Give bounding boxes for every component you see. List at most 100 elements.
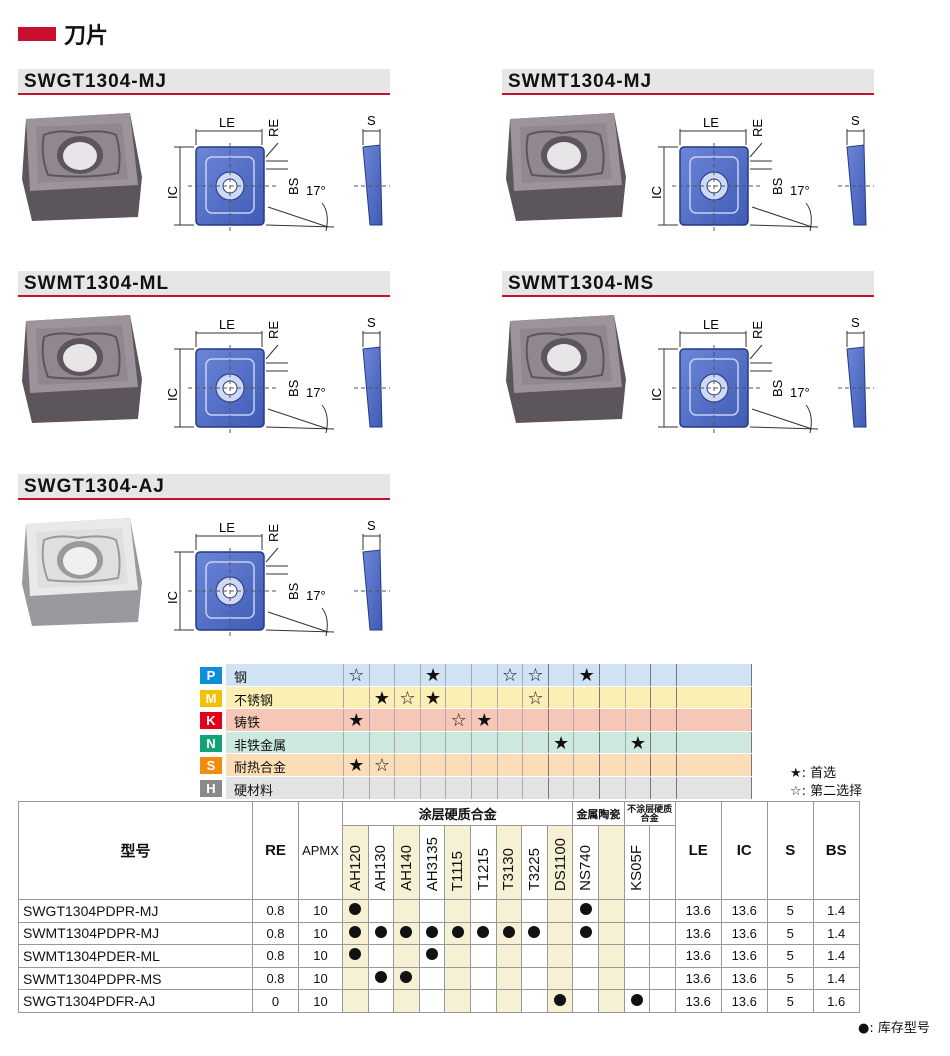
- stock-cell: [342, 899, 369, 923]
- grade-mark: [650, 731, 676, 754]
- section-header: 刀片: [18, 18, 108, 50]
- ic-label: IC: [649, 186, 664, 199]
- grade-mark: [650, 709, 676, 731]
- cermet-group-header: 金属陶瓷: [572, 801, 625, 826]
- apmx-cell: 10: [298, 899, 343, 923]
- stock-cell: [572, 989, 599, 1013]
- le-label: LE: [703, 115, 719, 130]
- product-photo: [502, 309, 632, 429]
- product-drawing: LE RE IC BS 17° S: [158, 504, 394, 654]
- grade-header: [649, 825, 676, 900]
- stock-cell: [469, 921, 497, 946]
- insert-drawing: LE RE IC BS 17° S: [165, 518, 390, 637]
- stock-cell: [572, 966, 599, 991]
- grade-mark: [547, 664, 574, 686]
- stock-cell: [367, 966, 395, 991]
- grade-mark: [419, 709, 446, 731]
- grade-mark: [496, 686, 523, 709]
- stock-cell: [623, 899, 651, 923]
- angle-label: 17°: [306, 588, 326, 603]
- stock-dot: [374, 971, 387, 984]
- dim-cell: 1.4: [812, 921, 860, 946]
- material-letter: S: [200, 757, 222, 775]
- dim-cell: 13.6: [720, 899, 768, 923]
- stock-cell: [572, 899, 599, 923]
- stock-cell: [546, 989, 574, 1013]
- insert-spec-table: 型号 RE APMX 涂层硬质合金 金属陶瓷 不涂层硬质合金 LE IC S B…: [18, 801, 860, 1013]
- grade-mark: ☆: [343, 664, 369, 686]
- angle-label: 17°: [790, 385, 810, 400]
- grade-mark: [650, 686, 676, 709]
- insert-drawing: LE RE IC BS 17° S: [649, 113, 874, 232]
- s-label: S: [367, 315, 376, 330]
- stock-dot: [630, 993, 643, 1006]
- re-cell: 0.8: [252, 921, 299, 946]
- stock-cell: [597, 921, 625, 946]
- stock-cell: [649, 989, 676, 1013]
- stock-cell: [444, 989, 471, 1013]
- re-cell: 0.8: [252, 944, 299, 968]
- stock-dot: [554, 993, 567, 1006]
- grade-header: AH130: [367, 825, 395, 900]
- stock-cell: [469, 966, 497, 991]
- product-card: SWMT1304-MJ LE RE IC BS 17°: [502, 69, 874, 232]
- re-cell: 0.8: [252, 899, 299, 923]
- stock-cell: [495, 899, 523, 923]
- grade-mark: [650, 776, 676, 799]
- dim-header-bs: BS: [812, 801, 860, 900]
- material-letter: N: [200, 734, 222, 752]
- apmx-cell: 10: [298, 966, 343, 991]
- dim-cell: 1.6: [812, 989, 860, 1013]
- re-cell: 0.8: [252, 966, 299, 991]
- stock-cell: [649, 944, 676, 968]
- stock-cell: [418, 966, 446, 991]
- stock-dot: [579, 925, 592, 938]
- grade-label: AH130: [372, 845, 390, 891]
- material-name: 钢: [234, 671, 248, 686]
- grade-mark: [394, 664, 420, 686]
- insert-photo: [22, 315, 142, 423]
- stock-cell: [393, 989, 420, 1013]
- material-row: M 不锈钢 ★☆★☆: [200, 686, 752, 710]
- stock-cell: [469, 899, 497, 923]
- bs-label: BS: [770, 177, 785, 195]
- stock-cell: [367, 921, 395, 946]
- product-drawing: LE RE IC BS 17° S: [642, 99, 878, 249]
- stock-cell: [418, 944, 446, 968]
- grade-mark: [471, 686, 497, 709]
- grade-mark: [368, 776, 395, 799]
- grade-label: AH3135: [423, 836, 441, 891]
- grade-mark: ★: [547, 731, 574, 754]
- stock-cell: [469, 989, 497, 1013]
- grade-mark: [471, 664, 497, 686]
- stock-cell: [444, 944, 471, 968]
- grade-mark: [471, 776, 497, 799]
- legend-first-choice: ★: 首选: [790, 766, 837, 781]
- stock-cell: [393, 921, 420, 946]
- stock-cell: [521, 966, 548, 991]
- material-letter: P: [200, 667, 222, 684]
- stock-cell: [495, 966, 523, 991]
- dim-cell: 13.6: [720, 966, 768, 991]
- grade-mark: ★: [624, 731, 651, 754]
- grade-mark: [394, 776, 420, 799]
- stock-cell: [649, 899, 676, 923]
- uncoated-group-header: 不涂层硬质合金: [623, 801, 676, 826]
- product-drawing: LE RE IC BS 17° S: [158, 301, 394, 451]
- grade-mark: [496, 731, 523, 754]
- bs-label: BS: [286, 379, 301, 397]
- stock-dot: [579, 903, 592, 916]
- grade-header: T1215: [469, 825, 497, 900]
- grade-mark: ☆: [522, 664, 548, 686]
- dim-cell: 5: [766, 899, 814, 923]
- material-name: 硬材料: [234, 783, 274, 799]
- dim-cell: 5: [766, 944, 814, 968]
- material-name: 不锈钢: [234, 693, 274, 709]
- grade-mark: ☆: [394, 686, 420, 709]
- stock-cell: [572, 944, 599, 968]
- grade-mark: [624, 776, 651, 799]
- angle-label: 17°: [306, 385, 326, 400]
- stock-cell: [342, 921, 369, 946]
